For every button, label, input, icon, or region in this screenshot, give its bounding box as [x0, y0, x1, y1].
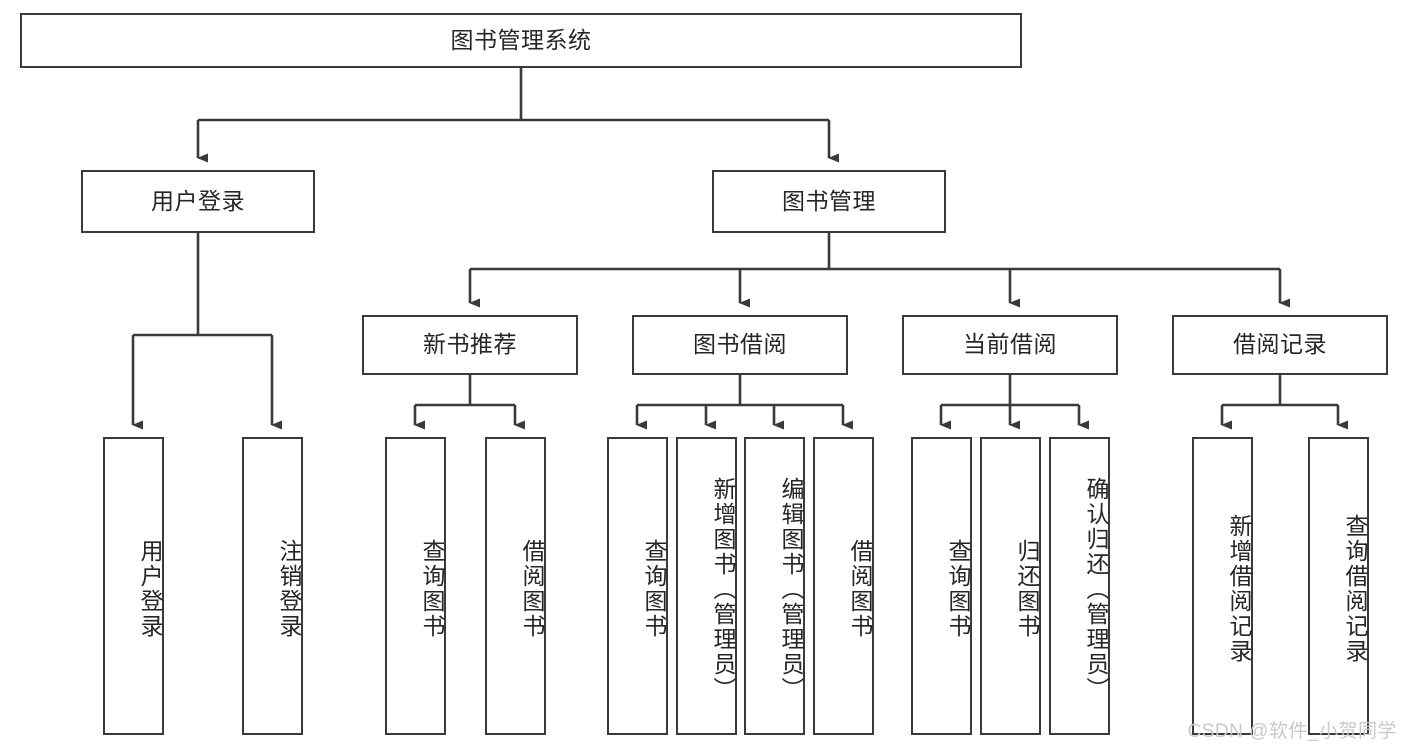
node-borrow-record-label: 借阅记录 — [1233, 331, 1327, 358]
node-root-system[interactable]: 图书管理系统 — [20, 13, 1022, 68]
leaf-current-borrow-query-label: 查询图书 — [945, 539, 971, 639]
leaf-borrow-record-query[interactable]: 查询借阅记录 — [1308, 437, 1369, 735]
leaf-user-login-login[interactable]: 用户登录 — [103, 437, 164, 735]
leaf-book-borrow-query[interactable]: 查询图书 — [607, 437, 668, 735]
leaf-new-book-query-label: 查询图书 — [419, 539, 445, 639]
leaf-current-borrow-return-label: 归还图书 — [1014, 539, 1040, 639]
leaf-book-borrow-query-label: 查询图书 — [641, 539, 667, 639]
leaf-book-borrow-add-label: 新增图书（管理员） — [710, 476, 736, 702]
leaf-book-borrow-add[interactable]: 新增图书（管理员） — [676, 437, 737, 735]
leaf-current-borrow-return[interactable]: 归还图书 — [980, 437, 1041, 735]
node-current-borrow[interactable]: 当前借阅 — [902, 315, 1118, 375]
node-new-book-recommend[interactable]: 新书推荐 — [362, 315, 578, 375]
node-book-manage[interactable]: 图书管理 — [712, 170, 946, 233]
node-user-login-label: 用户登录 — [151, 187, 245, 214]
leaf-new-book-query[interactable]: 查询图书 — [385, 437, 446, 735]
node-new-book-recommend-label: 新书推荐 — [423, 331, 517, 358]
node-root-system-label: 图书管理系统 — [450, 26, 592, 53]
leaf-new-book-borrow[interactable]: 借阅图书 — [485, 437, 546, 735]
node-borrow-record[interactable]: 借阅记录 — [1172, 315, 1388, 375]
leaf-user-login-login-label: 用户登录 — [137, 539, 163, 639]
leaf-book-borrow-edit[interactable]: 编辑图书（管理员） — [744, 437, 805, 735]
leaf-user-login-logout-label: 注销登录 — [276, 539, 302, 639]
node-current-borrow-label: 当前借阅 — [963, 331, 1057, 358]
leaf-current-borrow-query[interactable]: 查询图书 — [911, 437, 972, 735]
node-book-manage-label: 图书管理 — [782, 187, 876, 214]
watermark-text: CSDN @软件_小贺同学 — [1187, 721, 1397, 742]
leaf-borrow-record-add-label: 新增借阅记录 — [1226, 514, 1252, 664]
leaf-current-borrow-confirm-return[interactable]: 确认归还（管理员） — [1049, 437, 1110, 735]
leaf-borrow-record-add[interactable]: 新增借阅记录 — [1192, 437, 1253, 735]
node-user-login[interactable]: 用户登录 — [81, 170, 315, 233]
node-book-borrow-label: 图书借阅 — [693, 331, 787, 358]
leaf-borrow-record-query-label: 查询借阅记录 — [1342, 514, 1368, 664]
leaf-current-borrow-confirm-return-label: 确认归还（管理员） — [1083, 476, 1109, 702]
leaf-book-borrow-edit-label: 编辑图书（管理员） — [778, 476, 804, 702]
leaf-user-login-logout[interactable]: 注销登录 — [242, 437, 303, 735]
leaf-book-borrow-borrow[interactable]: 借阅图书 — [813, 437, 874, 735]
node-book-borrow[interactable]: 图书借阅 — [632, 315, 848, 375]
leaf-book-borrow-borrow-label: 借阅图书 — [847, 539, 873, 639]
leaf-new-book-borrow-label: 借阅图书 — [519, 539, 545, 639]
